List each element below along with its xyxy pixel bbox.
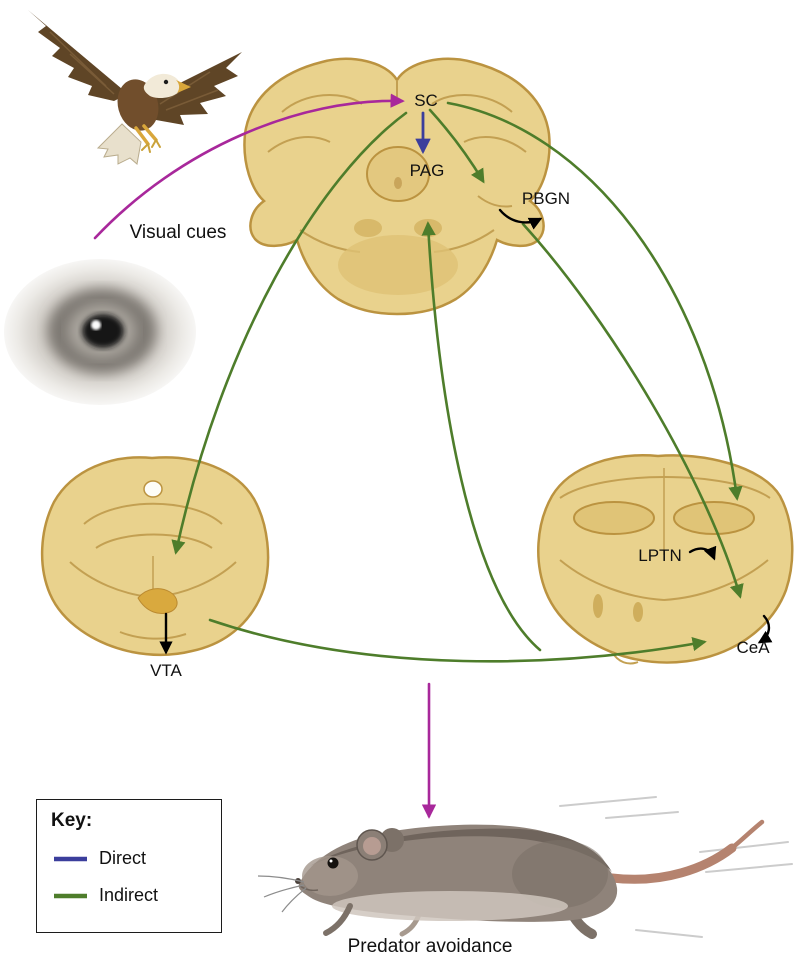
mouse-eye [327, 857, 339, 869]
key-box: Key: Direct Indirect [36, 799, 222, 933]
label-cea: CeA [736, 638, 770, 657]
predator-eye-photo [4, 259, 196, 405]
arrow-pbgn-to-cea [521, 222, 744, 599]
motion-lines [559, 796, 793, 938]
label-vta: VTA [150, 661, 182, 680]
running-mouse-illustration [257, 796, 793, 939]
midbrain-slice [243, 57, 551, 316]
eagle-illustration [28, 10, 242, 165]
key-direct-swatch [54, 856, 87, 861]
vta-region-highlight [137, 588, 178, 614]
label-predator-avoidance: Predator avoidance [347, 936, 513, 957]
indirect-pathways [171, 101, 744, 663]
arrow-cea-hook [757, 614, 773, 644]
key-item-indirect: Indirect [51, 885, 207, 906]
arrow-lptn-hook [688, 545, 717, 561]
mouse-front-leg [323, 903, 353, 936]
vta-slice-outline [40, 456, 270, 657]
arrow-visual-cues-to-sc [93, 93, 405, 240]
arrow-vta-to-cea [208, 618, 707, 663]
mouse-tail [607, 843, 737, 884]
amygdala-slice [537, 454, 794, 665]
label-sc: SC [414, 91, 438, 110]
arrow-cea-to-pag [421, 221, 542, 652]
vta-slice [40, 456, 270, 657]
label-visual-cues: Visual cues [129, 222, 227, 243]
annotation-arrows [159, 208, 773, 655]
midbrain-inner-detail [267, 80, 527, 253]
pag-ring [366, 146, 430, 202]
key-direct-label: Direct [99, 848, 147, 868]
cue-pathways [93, 93, 437, 819]
arrow-sc-to-vta [171, 111, 408, 555]
key-item-direct: Direct [51, 848, 207, 869]
amygdala-inner-detail [559, 468, 771, 665]
key-indirect-swatch [54, 893, 87, 898]
arrow-sc-to-lptn [446, 101, 743, 501]
label-pbgn: PBGN [521, 189, 571, 208]
label-pag: PAG [409, 161, 445, 180]
key-title: Key: [51, 810, 93, 831]
key-indirect-label: Indirect [99, 885, 159, 905]
mouse-whiskers [257, 875, 307, 913]
arrow-pbgn-hook [498, 208, 543, 230]
arrow-sc-to-pbgn [428, 108, 485, 184]
label-lptn: LPTN [638, 546, 682, 565]
